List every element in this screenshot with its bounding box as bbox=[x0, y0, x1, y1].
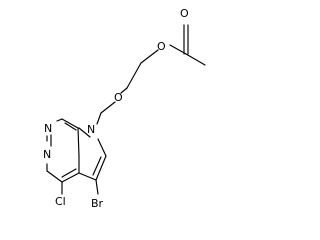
atom-label-cl: Cl bbox=[55, 195, 66, 208]
atom-label-n-top: N bbox=[44, 122, 52, 135]
atom-label-br: Br bbox=[91, 197, 104, 210]
bond-ch2-pyrrole-nitrogen bbox=[96, 112, 102, 125]
bond-ring-top-right-inner bbox=[64, 122, 77, 131]
atom-label-n-bottom: N bbox=[43, 148, 51, 161]
atom-label-o-ester: O bbox=[157, 40, 166, 53]
bond-ch2-ch2 bbox=[126, 62, 142, 89]
atom-label-o-carbonyl: O bbox=[180, 7, 189, 20]
bond-ring-bottom-right-inner bbox=[61, 168, 77, 178]
bond-methyl-carbonyl bbox=[185, 53, 206, 66]
bond-pyrrole-cbr-to-fusion bbox=[78, 172, 97, 181]
bond-ch2-ether-oxygen bbox=[120, 87, 128, 94]
bond-pyrrole-n-to-ch bbox=[97, 138, 107, 157]
bond-ring-top-right bbox=[61, 118, 79, 129]
bond-ring-top-left bbox=[56, 118, 63, 122]
bond-ring-right-vertical bbox=[77, 127, 80, 157]
bond-pyrrole-n-to-fusion bbox=[78, 127, 91, 138]
bond-carbonyl-ester-oxygen bbox=[169, 44, 187, 55]
atom-label-o-ether: O bbox=[114, 91, 123, 104]
bond-ether-oxygen-ch2 bbox=[100, 101, 116, 114]
bond-ring-bottom-left bbox=[46, 170, 63, 183]
atom-label-n-pyrrole: N bbox=[87, 123, 95, 136]
bond-c-br bbox=[95, 179, 99, 195]
bond-pyrrole-double-inner bbox=[92, 156, 102, 176]
chemical-structure: O O O N N N Cl Br bbox=[43, 7, 206, 210]
bond-ester-oxygen-ch2 bbox=[140, 49, 159, 64]
bond-pyrrole-ch-to-cbr bbox=[95, 155, 107, 181]
bond-ring-bottom-right bbox=[61, 172, 80, 183]
